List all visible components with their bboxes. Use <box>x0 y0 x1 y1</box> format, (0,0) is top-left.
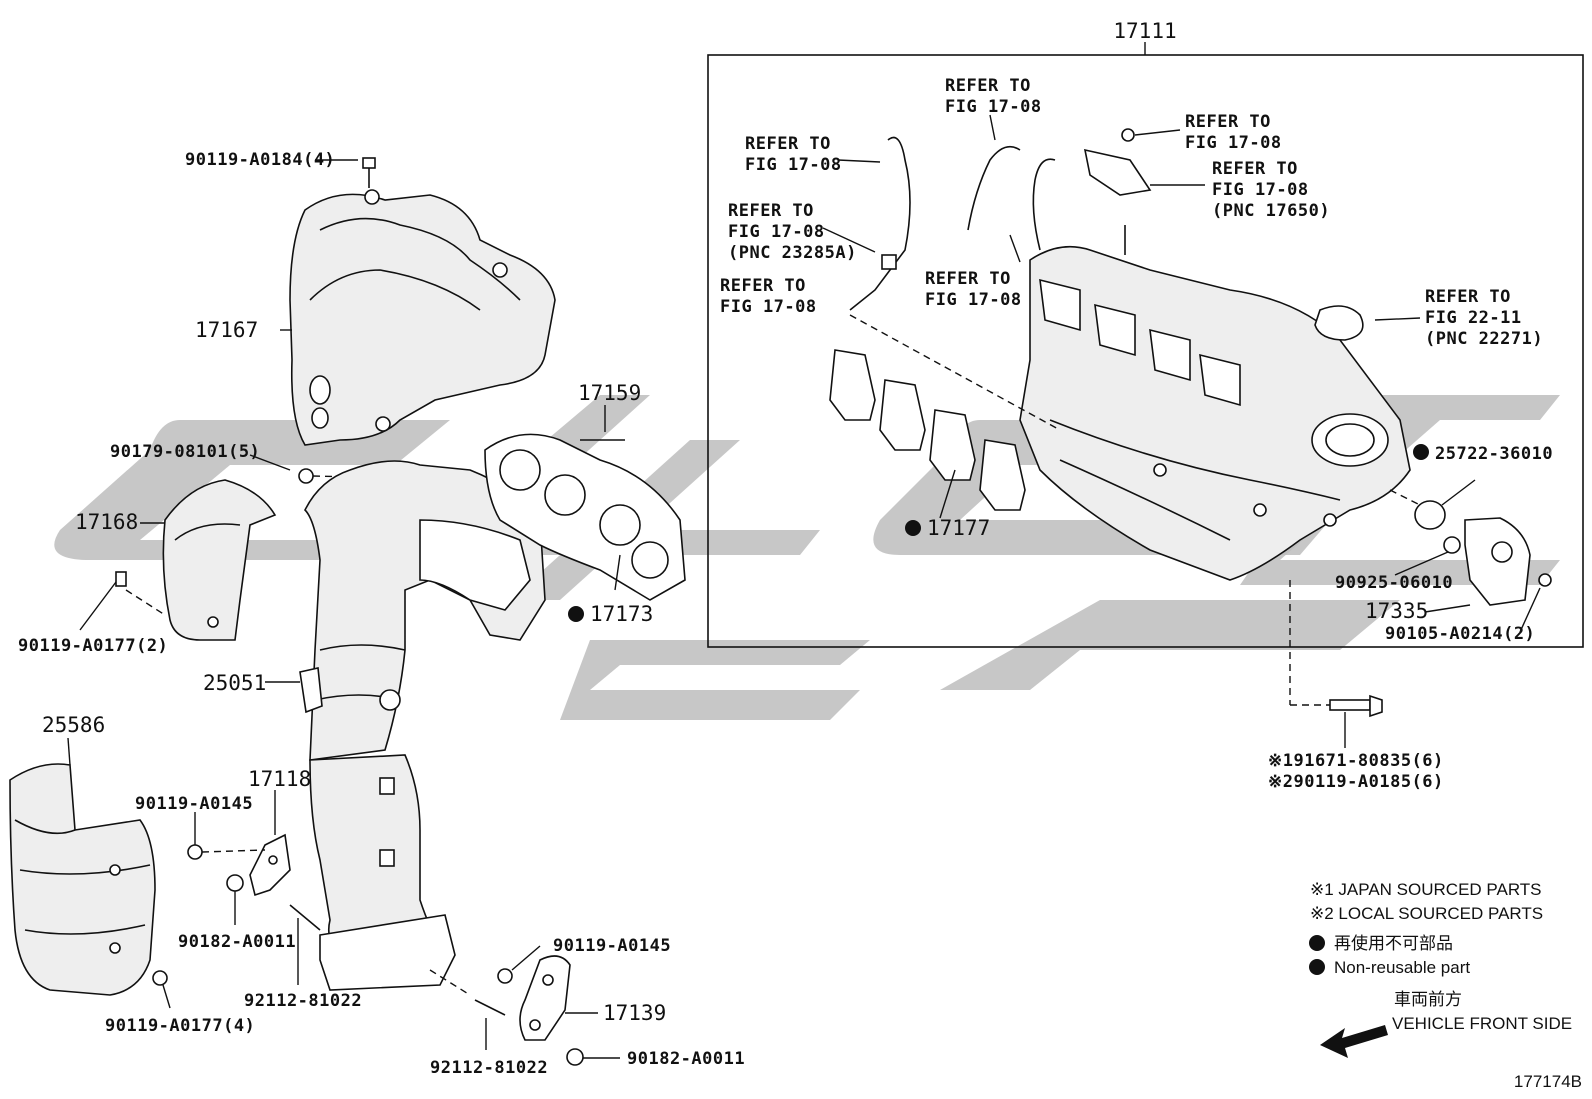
callout-90119-A0184: 90119-A0184(4) <box>185 150 335 170</box>
callout-17168: 17168 <box>75 510 138 534</box>
callout-17177: 17177 <box>927 516 990 540</box>
heat-insulator-17168 <box>79 479 277 641</box>
refer-3-line-1: REFER TO <box>1185 112 1271 132</box>
heat-insulator-25586 <box>9 737 156 996</box>
bolt-icon <box>187 844 203 860</box>
refer-1-line-1: REFER TO <box>745 134 831 154</box>
callout-90179-08101: 90179-08101(5) <box>110 442 260 462</box>
non-reusable-dot-icon <box>1309 959 1325 975</box>
manifold-bolt <box>1289 580 1383 748</box>
non-reusable-dot <box>905 520 921 536</box>
refer-4-line-3: (PNC 17650) <box>1212 201 1330 221</box>
figure-id: 177174B <box>1514 1072 1582 1091</box>
bolt-icon <box>497 968 513 984</box>
callout-17335: 17335 <box>1365 599 1428 623</box>
callout-90119-A0145-a: 90119-A0145 <box>135 794 253 814</box>
intake-manifold <box>1019 225 1411 581</box>
bolt-icon <box>115 571 127 587</box>
callout-17118: 17118 <box>248 767 311 791</box>
nut-icon <box>226 874 244 892</box>
legend-nonreusable-jp: 再使用不可部品 <box>1334 933 1453 953</box>
vacuum-hoses <box>822 114 1421 431</box>
front-side-jp: 車両前方 <box>1394 990 1462 1009</box>
callout-90925-06010: 90925-06010 <box>1335 573 1453 593</box>
gasket-17173 <box>484 433 686 601</box>
non-reusable-dot <box>568 606 584 622</box>
refer-5-line-2: FIG 17-08 <box>728 222 825 242</box>
callout-90119-A0177-4: 90119-A0177(4) <box>105 1016 255 1036</box>
callout-90119-A0177-2: 90119-A0177(2) <box>18 636 168 656</box>
refer-2-line-2: FIG 17-08 <box>945 97 1042 117</box>
refer-7-line-2: FIG 17-08 <box>925 290 1022 310</box>
assembly-label: 17111 <box>1113 19 1176 43</box>
bolt-icon <box>1121 128 1135 142</box>
callout-92112-81022-a: 92112-81022 <box>244 991 362 1011</box>
refer-3-line-2: FIG 17-08 <box>1185 133 1282 153</box>
callout-90182-A0011-b: 90182-A0011 <box>627 1049 745 1069</box>
callout-17173: 17173 <box>590 602 653 626</box>
refer-4-line-2: FIG 17-08 <box>1212 180 1309 200</box>
callout-90119-A0185: ※290119-A0185(6) <box>1268 772 1444 792</box>
throttle-body-17335 <box>1389 479 1552 633</box>
callout-90119-A0145-b: 90119-A0145 <box>553 936 671 956</box>
callout-90105-A0214: 90105-A0214(2) <box>1385 624 1535 644</box>
callout-92112-81022-b: 92112-81022 <box>430 1058 548 1078</box>
bolt-icon <box>1538 573 1552 587</box>
legend-local-sourced: ※2 LOCAL SOURCED PARTS <box>1310 904 1543 923</box>
bolt-icon <box>152 970 168 986</box>
heat-insulator-17167 <box>280 157 556 446</box>
refer-4-line-1: REFER TO <box>1212 159 1298 179</box>
nut-icon <box>566 1048 584 1066</box>
bolt-icon <box>362 157 376 169</box>
callout-17139: 17139 <box>603 1001 666 1025</box>
front-arrow-icon <box>1320 1025 1388 1058</box>
legend-nonreusable-en: Non-reusable part <box>1334 958 1470 977</box>
bracket-17118 <box>187 790 321 985</box>
refer-1-line-2: FIG 17-08 <box>745 155 842 175</box>
nut-icon <box>298 468 314 484</box>
refer-7-line-1: REFER TO <box>925 269 1011 289</box>
refer-8-line-2: FIG 22-11 <box>1425 308 1522 328</box>
exhaust-manifold-25051 <box>265 460 546 991</box>
refer-2-line-1: REFER TO <box>945 76 1031 96</box>
callout-17159: 17159 <box>578 381 641 405</box>
gasket-17177 <box>829 349 1026 519</box>
non-reusable-dot-icon <box>1309 935 1325 951</box>
refer-6-line-1: REFER TO <box>720 276 806 296</box>
callout-17167: 17167 <box>195 318 258 342</box>
callout-90182-A0011-a: 90182-A0011 <box>178 932 296 952</box>
refer-6-line-2: FIG 17-08 <box>720 297 817 317</box>
front-side-en: VEHICLE FRONT SIDE <box>1392 1014 1572 1033</box>
refer-5-line-1: REFER TO <box>728 201 814 221</box>
callout-25051: 25051 <box>203 671 266 695</box>
bracket-17139 <box>429 945 620 1066</box>
legend: ※1 JAPAN SOURCED PARTS ※2 LOCAL SOURCED … <box>1309 880 1572 1058</box>
callout-91671-80835: ※191671-80835(6) <box>1268 751 1444 771</box>
refer-8-line-3: (PNC 22271) <box>1425 329 1543 349</box>
refer-8-line-1: REFER TO <box>1425 287 1511 307</box>
callout-25722-36010: 25722-36010 <box>1435 444 1553 464</box>
non-reusable-dot <box>1413 444 1429 460</box>
assembly-frame-17111: 17111 <box>707 19 1584 648</box>
callout-25586: 25586 <box>42 713 105 737</box>
legend-japan-sourced: ※1 JAPAN SOURCED PARTS <box>1310 880 1542 899</box>
refer-5-line-3: (PNC 23285A) <box>728 243 857 263</box>
